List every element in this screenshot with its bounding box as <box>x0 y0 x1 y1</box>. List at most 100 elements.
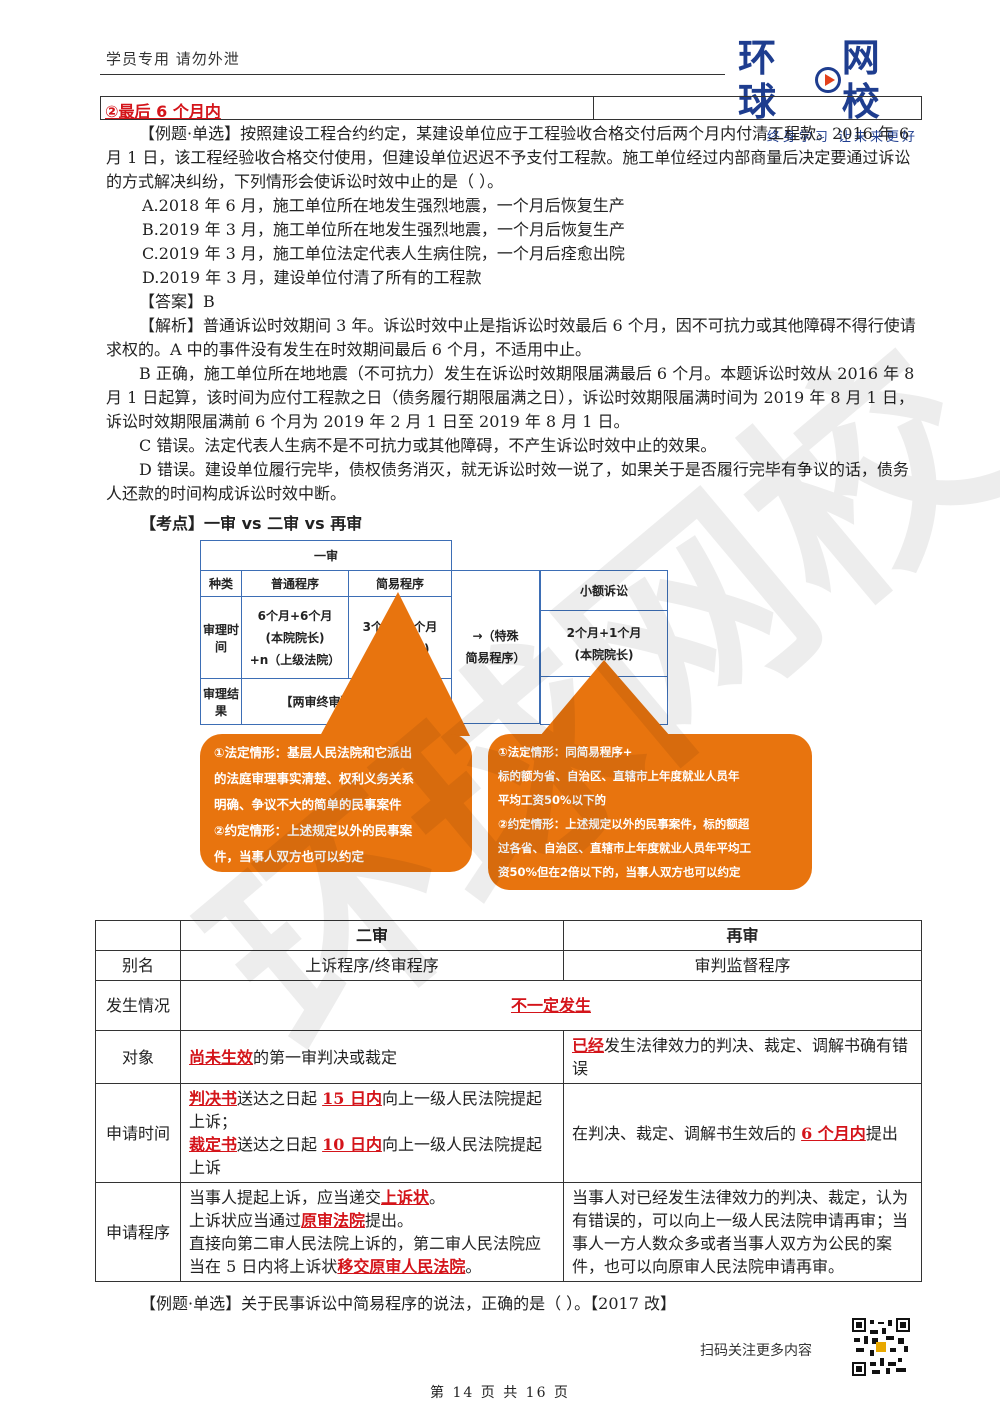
trial-diagram: 一审 种类 普通程序 简易程序 审理时间 6个月+6个月(本院院长)+n（上级法… <box>200 540 820 900</box>
option-a: A.2018 年 6 月，施工单位所在地发生强烈地震，一个月后恢复生产 <box>142 196 625 215</box>
ershen-shijian-t1: 送达之日起 <box>237 1089 323 1108</box>
zaishen-chengxu: 当事人对已经发生法律效力的判决、裁定，认为有错误的，可以向上一级人民法院申请再审… <box>563 1182 922 1282</box>
yijiao-yuanshen: 移交原审人民法院 <box>337 1257 466 1276</box>
option-d: D.2019 年 3 月，建设单位付清了所有的工程款 <box>142 268 482 287</box>
chengxu-t6: 。 <box>465 1257 482 1276</box>
bubble-left-4: ②约定情形：上述规定以外的民事案 <box>214 823 413 838</box>
row-label-shijian: 申请时间 <box>95 1083 181 1183</box>
chengxu-t5: 直接向第二审人民法院上诉的，第二审人民法院应当在 5 日内将上诉状 <box>189 1234 542 1276</box>
chengxu-t3: 上诉状应当通过 <box>189 1211 302 1230</box>
zaishen-bieming: 审判监督程序 <box>563 950 922 981</box>
col-zaishen: 再审 <box>563 920 922 951</box>
callout-pointers <box>320 592 670 736</box>
bubble-left-1: ①法定情形：基层人民法院和它派出 <box>214 745 413 760</box>
logo-slogan: 终身学习 让未来更好 <box>766 130 918 145</box>
ten-days: 10 日内 <box>322 1135 382 1154</box>
shangsuzhuang: 上诉状 <box>381 1188 430 1207</box>
question-stem: 【例题·单选】按照建设工程合约约定，某建设单位应于工程验收合格交付后两个月内付清… <box>106 124 911 191</box>
logo-text-a: 环球 <box>738 36 778 124</box>
jianyi-label: 简易程序 <box>348 570 452 597</box>
left-pointer <box>320 592 470 736</box>
ershen-shijian-t3: 送达之日起 <box>237 1135 323 1154</box>
section-title-box: ②最后 6 个月内 <box>100 96 922 121</box>
header-notice: 学员专用 请勿外泄 <box>106 50 240 68</box>
example-2-stem: 【例题·单选】关于民事诉讼中简易程序的说法，正确的是（ ）。【2017 改】 <box>140 1294 676 1313</box>
xiaoe-time-2: (本院院长) <box>574 647 634 662</box>
putong-time-2: (本院院长) <box>265 630 325 645</box>
row-label-fasheng: 发生情况 <box>95 980 181 1031</box>
analysis-1: 【解析】普通诉讼时效期间 3 年。诉讼时效中止是指诉讼时效最后 6 个月，因不可… <box>106 316 916 359</box>
logo: 环球网校 终身学习 让未来更好 <box>738 36 918 145</box>
corner-cell <box>95 920 181 951</box>
cell-divider <box>593 97 594 119</box>
ershen-shijian: 判决书送达之日起 15 日内向上一级人民法院提起上诉；裁定书送达之日起 10 日… <box>180 1083 564 1183</box>
chengxu-t4: 提出。 <box>365 1211 414 1230</box>
ershen-duixiang-rest: 的第一审判决或裁定 <box>253 1047 398 1067</box>
bubble-right-4: ②约定情形：上述规定以外的民事案件，标的额超 <box>498 817 750 831</box>
zaishen-duixiang-red: 已经 <box>572 1036 605 1055</box>
ershen-bieming: 上诉程序/终审程序 <box>180 950 564 981</box>
ershen-shijian-t2: 向上一级人民法院提起上诉； <box>189 1089 542 1131</box>
option-c: C.2019 年 3 月，施工单位法定代表人生病住院，一个月后痊愈出院 <box>142 244 625 263</box>
special-text: →（特殊简易程序） <box>452 625 539 669</box>
page-footer: 第 14 页 共 16 页 <box>430 1385 570 1401</box>
putong-label: 普通程序 <box>241 570 349 597</box>
putong-time-1: 6个月+6个月 <box>257 608 333 623</box>
bubble-right-3: 平均工资50%以下的 <box>498 793 607 807</box>
logo-text-b: 网校 <box>841 36 881 124</box>
zaishen-shijian-t2: 提出 <box>865 1123 898 1143</box>
shenli-shijian-label: 审理时间 <box>200 596 242 679</box>
qr-code-icon <box>852 1318 910 1376</box>
zaishen-duixiang-rest: 发生法律效力的判决、裁定、调解书确有错误 <box>572 1036 909 1078</box>
analysis-3: C 错误。法定代表人生病不是不可抗力或其他障碍，不产生诉讼时效中止的效果。 <box>139 436 717 455</box>
col-ershen: 二审 <box>180 920 564 951</box>
zaishen-shijian: 在判决、裁定、调解书生效后的 6 个月内提出 <box>563 1083 922 1183</box>
right-pointer <box>540 660 670 736</box>
comparison-table: 二审 再审 别名 上诉程序/终审程序 审判监督程序 发生情况 不一定发生 对象 … <box>95 920 922 1282</box>
row-label-chengxu: 申请程序 <box>95 1182 181 1282</box>
bubble-left: ①法定情形：基层人民法院和它派出 的法庭审理事实清楚、权利义务关系 明确、争议不… <box>200 734 472 872</box>
putong-time: 6个月+6个月 (本院院长) +n（上级法院） <box>241 596 349 679</box>
analysis-4: D 错误。建设单位履行完毕，债权债务消灭，就无诉讼时效一说了，如果关于是否履行完… <box>106 460 909 503</box>
panjueshu: 判决书 <box>189 1089 238 1108</box>
special-2: 简易程序） <box>465 651 526 665</box>
bubble-right: ①法定情形：同简易程序+ 标的额为省、自治区、直辖市上年度就业人员年 平均工资5… <box>488 734 812 890</box>
analysis-2: B 正确，施工单位所在地地震（不可抗力）发生在诉讼时效期限届满最后 6 个月。本… <box>106 364 915 431</box>
ershen-chengxu: 当事人提起上诉，应当递交上诉状。上诉状应当通过原审法院提出。直接向第二审人民法院… <box>180 1182 564 1282</box>
row-label-duixiang: 对象 <box>95 1030 181 1084</box>
zaishen-shijian-t1: 在判决、裁定、调解书生效后的 <box>572 1123 802 1143</box>
ershen-duixiang-red: 尚未生效 <box>189 1047 254 1067</box>
bubble-right-1: ①法定情形：同简易程序+ <box>498 745 633 759</box>
scan-caption: 扫码关注更多内容 <box>700 1343 812 1359</box>
putong-time-3: +n（上级法院） <box>249 652 341 667</box>
fasheng-value: 不一定发生 <box>180 980 922 1031</box>
chengxu-t1: 当事人提起上诉，应当递交 <box>189 1188 382 1207</box>
fasheng-text: 不一定发生 <box>510 996 591 1015</box>
bubble-right-5: 过各省、自治区、直辖市上年度就业人员年平均工 <box>498 841 751 855</box>
special-box: →（特殊简易程序） <box>452 570 540 724</box>
option-b: B.2019 年 3 月，施工单位所在地发生强烈地震，一个月后恢复生产 <box>142 220 626 239</box>
caidingshu: 裁定书 <box>189 1135 238 1154</box>
fifteen-days: 15 日内 <box>322 1089 382 1108</box>
bubble-left-2: 的法庭审理事实清楚、权利义务关系 <box>214 771 415 786</box>
bubble-left-3: 明确、争议不大的简单的民事案件 <box>214 797 402 812</box>
zaishen-duixiang: 已经发生法律效力的判决、裁定、调解书确有错误 <box>563 1030 922 1084</box>
play-icon <box>815 67 841 93</box>
row-label-bieming: 别名 <box>95 950 181 981</box>
header-divider <box>100 74 725 75</box>
ershen-duixiang: 尚未生效的第一审判决或裁定 <box>180 1030 564 1084</box>
bubble-right-6: 资50%但在2倍以下的，当事人双方也可以约定 <box>498 865 741 879</box>
example-1: 【例题·单选】按照建设工程合约约定，某建设单位应于工程验收合格交付后两个月内付清… <box>106 122 918 506</box>
answer: 【答案】B <box>139 292 215 311</box>
xiaoe-time-1: 2个月+1个月 <box>566 625 642 640</box>
ershen-shijian-t4: 向上一级人民法院提起上诉 <box>189 1135 542 1177</box>
shenli-jieguo-label: 审理结果 <box>200 678 242 725</box>
bubble-left-5: 件，当事人双方也可以约定 <box>214 849 365 864</box>
chengxu-t2: 。 <box>429 1188 446 1207</box>
bubble-right-2: 标的额为省、自治区、直辖市上年度就业人员年 <box>498 769 740 783</box>
yuanshen-fayuan: 原审法院 <box>301 1211 366 1230</box>
kaodian-heading: 【考点】一审 vs 二审 vs 再审 <box>140 514 363 533</box>
special-1: →（特殊 <box>472 629 519 643</box>
section-title: ②最后 6 个月内 <box>105 102 221 121</box>
six-months: 6 个月内 <box>801 1123 866 1143</box>
